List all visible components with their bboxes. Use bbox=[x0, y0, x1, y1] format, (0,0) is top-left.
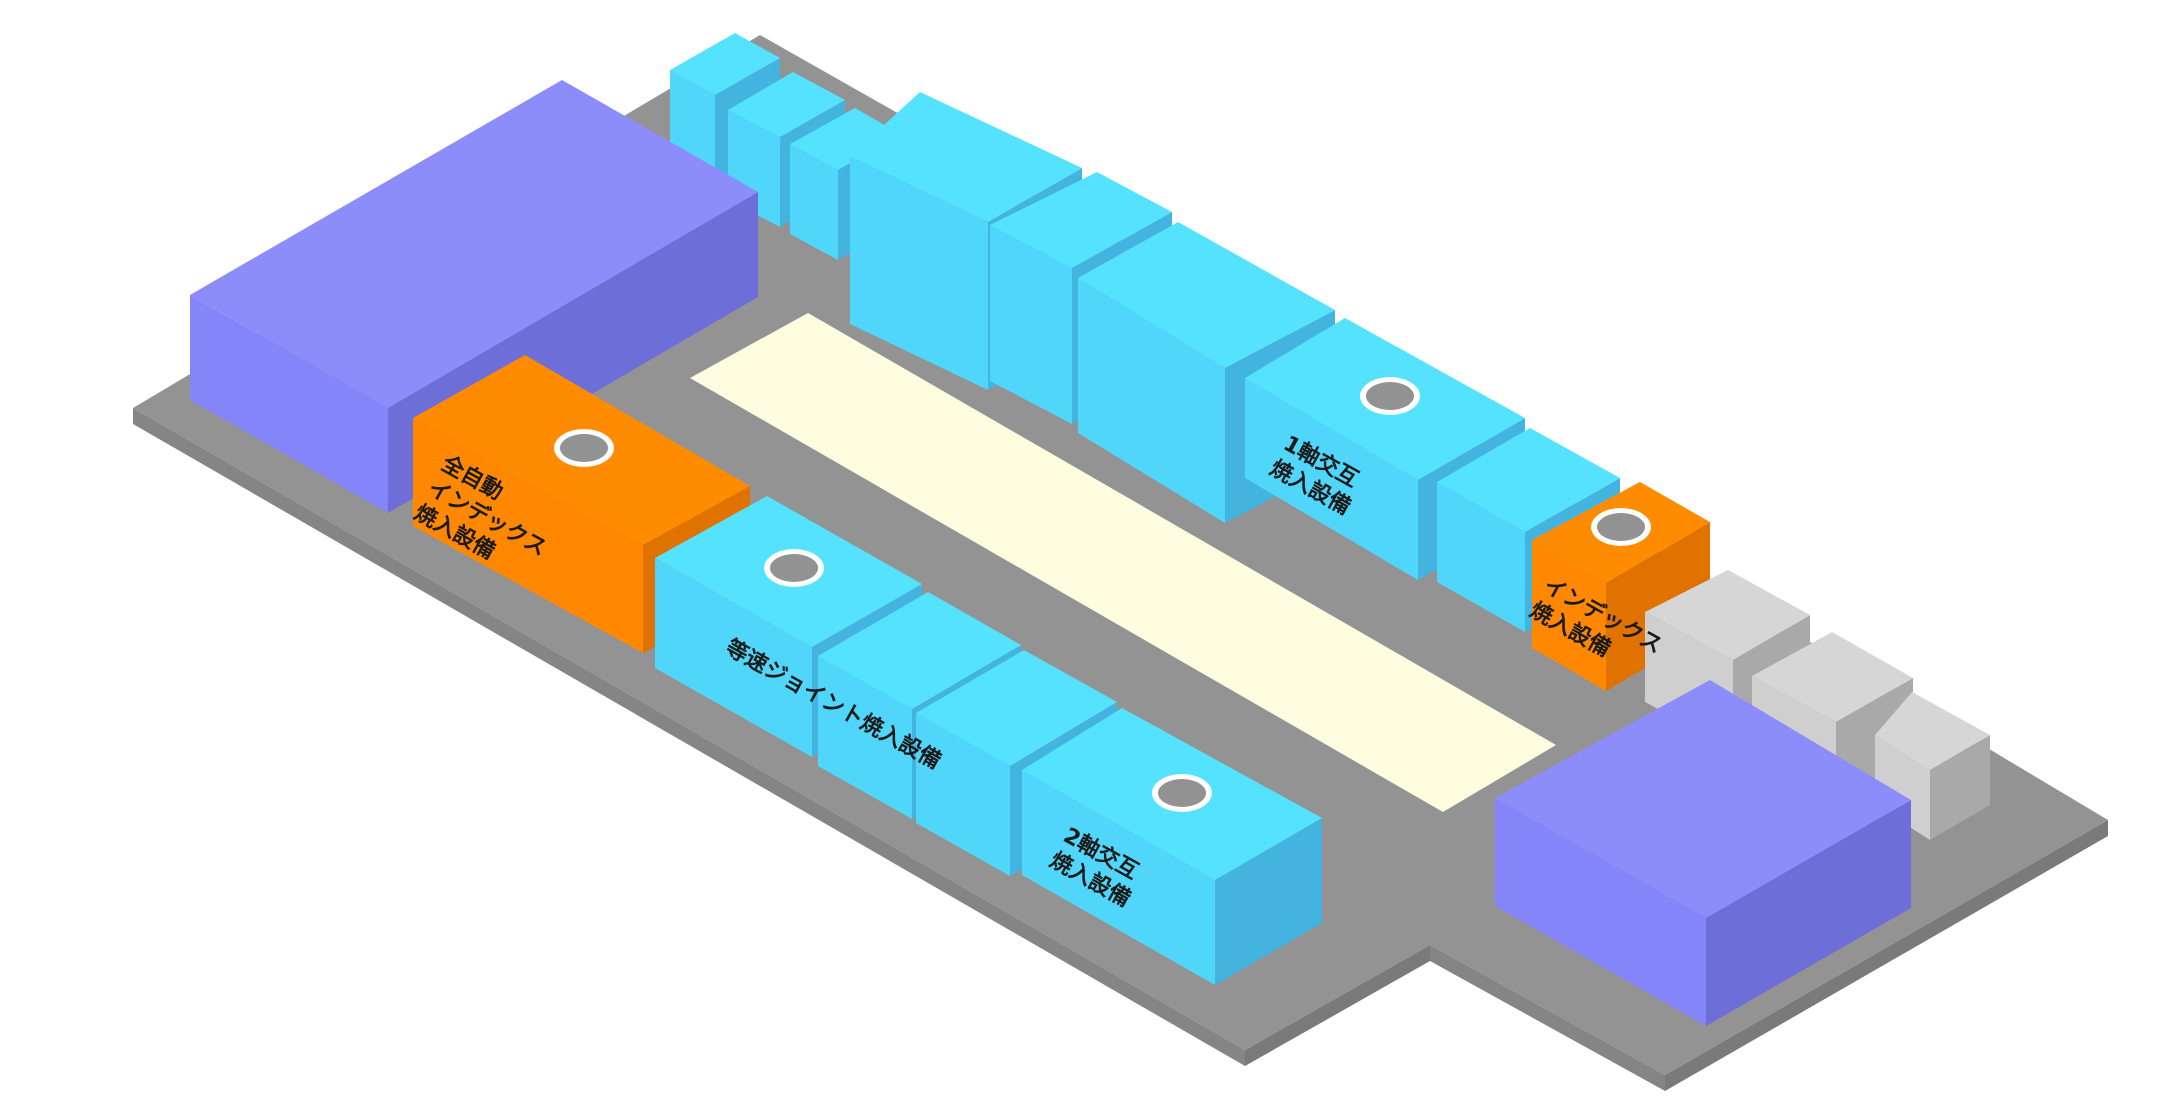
cyan-block-upper-3-top-face bbox=[1078, 222, 1335, 368]
index-marker-dot bbox=[1597, 513, 1645, 541]
floor-front-left-edge bbox=[133, 408, 1245, 1066]
auto-index-marker[interactable] bbox=[554, 429, 614, 467]
index-block-left-face bbox=[1532, 540, 1606, 691]
floor-notch-edge bbox=[1245, 945, 1430, 1066]
auto-index-block-left-face bbox=[413, 418, 643, 653]
purple-block-2 bbox=[1495, 680, 1911, 1026]
cv-joint-block-1-left-face bbox=[655, 558, 812, 757]
uniaxial-alternating-block-left-face bbox=[1245, 378, 1418, 580]
cyan-block-back-3-left-face bbox=[790, 144, 838, 260]
cv-joint-block-3-top-face bbox=[916, 650, 1117, 766]
cyan-block-upper-1-left-face bbox=[850, 156, 988, 390]
cv-joint-block-3-left-face bbox=[916, 713, 1010, 876]
cyan-block-back-3-top-face bbox=[790, 108, 900, 170]
purple-block-1-left-face bbox=[190, 295, 388, 513]
cv-joint-marker-dot bbox=[770, 554, 818, 582]
biaxial-alternating-marker[interactable] bbox=[1152, 774, 1212, 812]
cv-joint-block-2-left-face bbox=[818, 656, 912, 819]
center-aisle bbox=[690, 313, 1556, 812]
cv-joint-marker[interactable] bbox=[764, 549, 824, 587]
cv-joint-block-2-top-face bbox=[818, 592, 1021, 709]
purple-block-1-top-face bbox=[190, 80, 758, 408]
cyan-block-upper-1-top-face bbox=[850, 92, 1082, 222]
equipment-blocks bbox=[190, 33, 1990, 1026]
purple-block-2-right-face bbox=[1706, 800, 1911, 1026]
cyan-block-back-1-top-face bbox=[670, 33, 780, 95]
index-marker[interactable] bbox=[1591, 508, 1651, 546]
cyan-block-upper-2-top-face bbox=[990, 172, 1172, 268]
gray-block-3 bbox=[1875, 692, 1990, 840]
uniaxial-alternating-marker[interactable] bbox=[1360, 377, 1420, 415]
cyan-block-upper-3-left-face bbox=[1078, 278, 1225, 523]
biaxial-alternating-block-left-face bbox=[1022, 770, 1215, 985]
equipment-markers bbox=[554, 377, 1651, 812]
cyan-block-back-2-top-face bbox=[728, 72, 845, 137]
uniaxial-alternating-marker-dot bbox=[1366, 382, 1414, 410]
cyan-block-upper-5-top-face bbox=[1437, 428, 1620, 532]
floor-front-right-edge bbox=[1430, 945, 1665, 1091]
gray-block-2-top-face bbox=[1752, 632, 1913, 722]
cyan-block-upper-2-left-face bbox=[990, 225, 1072, 424]
biaxial-alternating-marker-dot bbox=[1158, 779, 1206, 807]
purple-block-2-left-face bbox=[1495, 798, 1706, 1026]
aisle-walkway bbox=[690, 313, 1556, 812]
auto-index-marker-dot bbox=[560, 434, 608, 462]
biaxial-alternating-block-right-face bbox=[1215, 818, 1322, 985]
gray-block-1-top-face bbox=[1645, 570, 1810, 660]
purple-block-2-top-face bbox=[1495, 680, 1911, 918]
gray-block-3-top-face bbox=[1875, 692, 1990, 770]
floor-right-edge bbox=[1665, 820, 2108, 1091]
